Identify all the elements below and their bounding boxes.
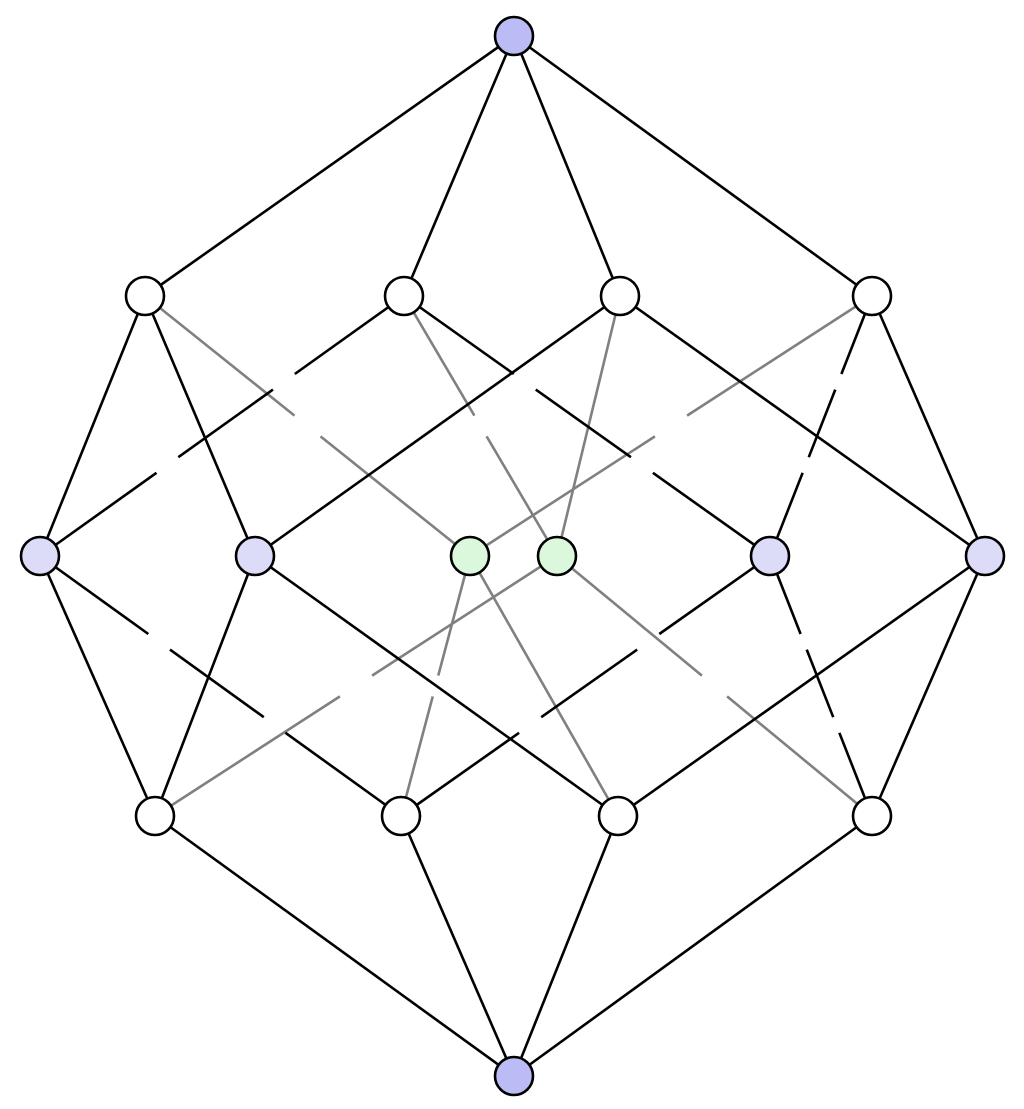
node-m4	[536, 535, 578, 577]
edge-l2-bottom	[399, 815, 516, 1077]
edge-m2-l3	[254, 554, 619, 818]
node-u4	[851, 275, 893, 317]
edge-u1-m3-seg	[144, 294, 296, 417]
edge-u1-m2	[143, 295, 257, 557]
edge-m4-l1-seg	[371, 554, 558, 677]
edge-u2-m1-seg	[39, 471, 158, 558]
edge-m6-l4	[870, 555, 987, 817]
edge-u3-m6	[619, 294, 986, 558]
edge-top-u4	[513, 34, 873, 298]
edge-top-u1	[144, 34, 515, 298]
node-l3	[597, 795, 639, 837]
edge-u4-m5-seg	[807, 389, 837, 458]
edge-layer	[38, 34, 987, 1078]
node-top	[493, 15, 535, 57]
edge-u4-m3-seg	[686, 294, 873, 417]
edge-m4-l4-seg	[556, 554, 703, 677]
node-u2	[383, 275, 425, 317]
node-l2	[380, 795, 422, 837]
edge-m3-l3	[468, 555, 620, 817]
node-m5	[749, 535, 791, 577]
edge-m5-l4-seg	[805, 649, 835, 718]
edge-m1-l2-seg	[39, 554, 150, 636]
node-l4	[851, 795, 893, 837]
node-m1	[19, 535, 61, 577]
node-u3	[599, 275, 641, 317]
edge-m1-l2-seg	[284, 731, 402, 818]
edge-u1-m1	[38, 295, 147, 557]
edge-u2-m4-seg	[402, 295, 476, 417]
edge-m4-l4-seg	[726, 695, 873, 818]
edge-m3-l2-seg	[437, 555, 472, 676]
node-m2	[234, 535, 276, 577]
edge-u2-m5-seg	[652, 471, 771, 558]
node-m6	[964, 535, 1006, 577]
edge-u3-m2	[254, 294, 621, 558]
edge-top-u3	[512, 35, 622, 297]
edge-m5-l2-seg	[658, 554, 771, 636]
edge-m3-l2-seg	[399, 696, 434, 817]
edge-u2-m4-seg	[485, 435, 559, 557]
edge-u2-m1-seg	[177, 388, 274, 459]
edge-top-u2	[402, 35, 516, 297]
edge-m1-l1	[38, 555, 157, 817]
node-u1	[124, 275, 166, 317]
edge-m6-l3	[617, 554, 986, 818]
node-bottom	[493, 1055, 535, 1097]
edge-m2-l1	[153, 555, 257, 817]
edge-u2-m1-seg	[294, 294, 405, 376]
edge-m1-l2-seg	[169, 648, 265, 719]
node-l1	[134, 795, 176, 837]
edge-l1-bottom	[154, 814, 515, 1078]
edge-l3-bottom	[512, 815, 620, 1077]
edge-u2-m5-seg	[403, 294, 515, 376]
edge-m5-l2-seg	[400, 731, 520, 818]
edge-l4-bottom	[513, 814, 873, 1078]
node-m3	[449, 535, 491, 577]
edge-u4-m3-seg	[469, 435, 656, 558]
node-layer	[19, 15, 1006, 1097]
edge-m5-l2-seg	[540, 648, 638, 719]
edge-m4-l1-seg	[154, 695, 341, 818]
edge-u4-m6	[870, 295, 987, 557]
edge-u2-m5-seg	[535, 388, 632, 459]
edge-u1-m3-seg	[319, 435, 471, 558]
